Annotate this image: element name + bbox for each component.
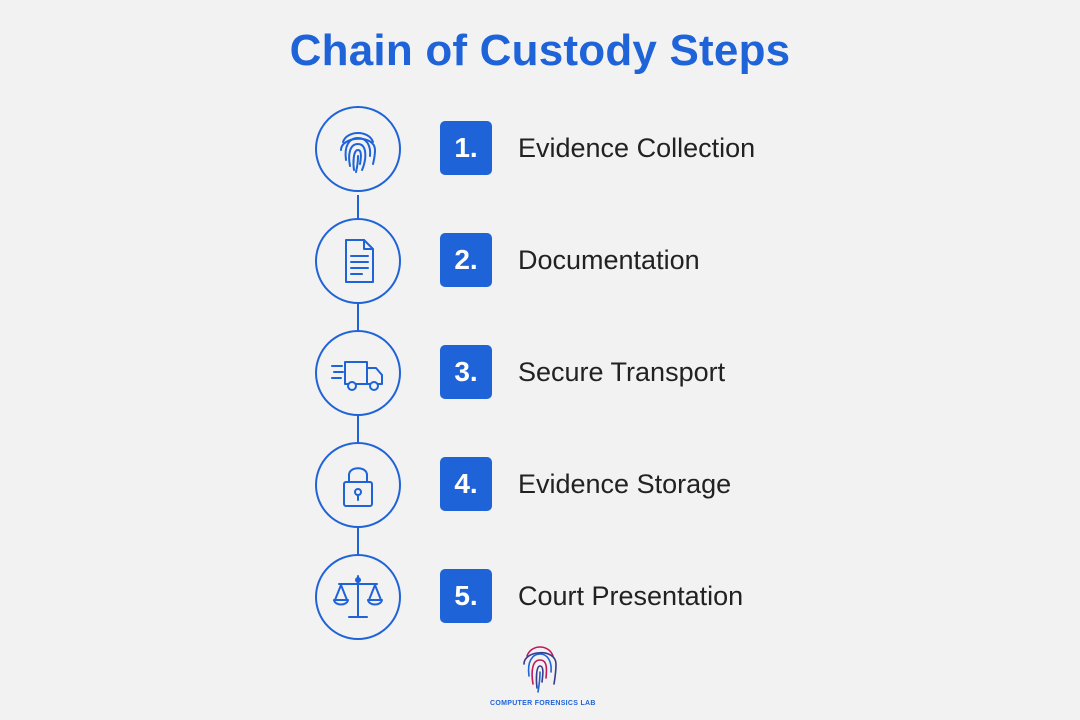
truck-icon: [331, 361, 383, 391]
padlock-icon: [343, 467, 373, 507]
fingerprint-icon: [340, 132, 377, 173]
step-3-number-badge: 3.: [440, 345, 492, 399]
scales-icon: [333, 575, 383, 618]
step-4: 4. Evidence Storage: [440, 457, 731, 511]
step-4-icon-circle: [315, 442, 401, 528]
page-title: Chain of Custody Steps: [289, 26, 791, 75]
document-icon: [345, 239, 374, 283]
step-5: 5. Court Presentation: [440, 569, 743, 623]
step-1-number-badge: 1.: [440, 121, 492, 175]
step-2-number-badge: 2.: [440, 233, 492, 287]
step-4-number-badge: 4.: [440, 457, 492, 511]
step-5-label: Court Presentation: [518, 580, 744, 611]
step-3-label: Secure Transport: [518, 356, 726, 387]
step-3: 3. Secure Transport: [440, 345, 725, 399]
step-5-icon-circle: [315, 554, 401, 640]
step-3-icon-circle: [315, 330, 401, 416]
logo: COMPUTER FORENSICS LAB: [490, 640, 596, 707]
step-1-label: Evidence Collection: [518, 132, 756, 163]
step-5-number-badge: 5.: [440, 569, 492, 623]
fingerprint-logo-icon: [523, 646, 557, 693]
step-2-label: Documentation: [518, 244, 700, 275]
step-1: 1. Evidence Collection: [440, 121, 755, 175]
step-4-label: Evidence Storage: [518, 468, 732, 499]
step-2: 2. Documentation: [440, 233, 700, 287]
logo-text: COMPUTER FORENSICS LAB: [490, 700, 596, 707]
step-2-icon-circle: [315, 218, 401, 304]
step-1-icon-circle: [315, 106, 401, 192]
